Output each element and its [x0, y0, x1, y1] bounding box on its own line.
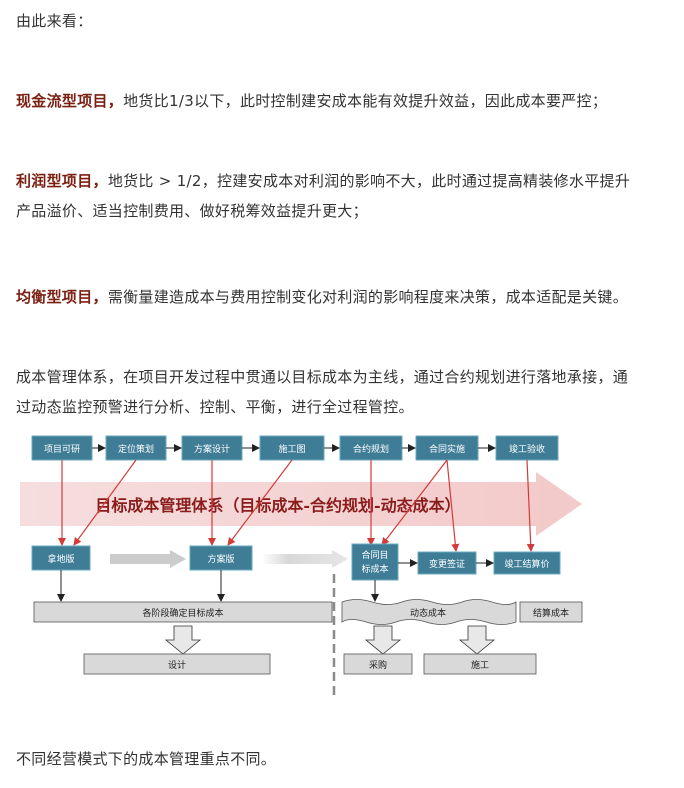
milestone-settlement-label: 竣工结算价: [504, 558, 549, 570]
cost-management-diagram: 项目可研 定位策划 方案设计 施工图 合约规划 合同实施 竣工验收 目标成本管理…: [20, 435, 583, 696]
balanced-title: 均衡型项目，: [16, 288, 108, 306]
milestone-settlement-box: [493, 551, 561, 575]
stage-label-2: 定位策划: [118, 443, 154, 455]
cashflow-paragraph: 现金流型项目，地货比1/3以下，此时控制建安成本能有效提升效益，因此成本要严控；: [16, 86, 676, 116]
milestone-scheme-label: 方案版: [207, 553, 234, 565]
balanced-paragraph: 均衡型项目，需衡量建造成本与费用控制变化对利润的影响程度来决策，成本适配是关键。: [16, 282, 676, 312]
milestone-contract-line2: 标成本: [361, 563, 388, 575]
system-paragraph: 成本管理体系，在项目开发过程中贯通以目标成本为主线，通过合约规划进行落地承接，通…: [16, 362, 676, 422]
target-cost-bar: [33, 601, 333, 623]
dynamic-cost-bar-label: 动态成本: [410, 607, 446, 619]
closing-text: 不同经营模式下的成本管理重点不同。: [16, 750, 277, 768]
lower-arrows: [57, 559, 494, 602]
design-box: [83, 653, 271, 675]
intro-text: 由此来看：: [16, 12, 93, 30]
design-label: 设计: [168, 659, 186, 671]
red-diagonal-arrows: [73, 459, 535, 552]
profit-text-line2: 产品溢价、适当控制费用、做好税筹效益提升更大；: [16, 202, 368, 220]
system-text-line2: 过动态监控预警进行分析、控制、平衡，进行全过程管控。: [16, 398, 414, 416]
milestone-land-box: [31, 545, 91, 571]
stage-box-1: [31, 435, 93, 461]
banner-title: 目标成本管理体系（目标成本-合约规划-动态成本）: [95, 496, 460, 515]
profit-text-line1: 地货比 > 1/2，控建安成本对利润的影响不大，此时通过提高精装修水平提升: [107, 172, 631, 190]
target-cost-bar-label: 各阶段确定目标成本: [142, 607, 223, 619]
milestone-contract-line1: 合同目: [361, 549, 388, 561]
construction-label: 施工: [471, 659, 489, 671]
system-text-line1: 成本管理体系，在项目开发过程中贯通以目标成本为主线，通过合约规划进行落地承接，通: [16, 368, 629, 386]
stage-label-1: 项目可研: [44, 444, 80, 455]
stage-label-7: 竣工验收: [509, 443, 545, 455]
stage-box-6: [415, 435, 479, 461]
dynamic-cost-bar: [341, 599, 517, 625]
profit-paragraph: 利润型项目，地货比 > 1/2，控建安成本对利润的影响不大，此时通过提高精装修水…: [16, 166, 676, 226]
block-down-arrows: [164, 625, 496, 655]
milestone-land-label: 拿地版: [47, 553, 74, 565]
final-cost-bar: [519, 601, 583, 623]
target-cost-banner-arrow: [20, 472, 582, 536]
red-down-arrows: [58, 460, 375, 546]
milestone-contract-box: [351, 543, 399, 581]
procurement-label: 采购: [369, 659, 387, 671]
profit-title: 利润型项目，: [16, 172, 108, 190]
procurement-box: [343, 653, 413, 675]
construction-box: [423, 653, 537, 675]
stage-box-3: [181, 435, 243, 461]
gray-strip-2: [262, 550, 348, 568]
stage-row: 项目可研 定位策划 方案设计 施工图 合约规划 合同实施 竣工验收: [31, 435, 559, 461]
cashflow-title: 现金流型项目，: [16, 92, 124, 110]
stage-label-3: 方案设计: [194, 443, 230, 455]
stage-label-4: 施工图: [278, 443, 305, 455]
milestone-change-label: 变更签证: [429, 558, 465, 570]
final-cost-bar-label: 结算成本: [533, 607, 569, 619]
balanced-text: 需衡量建造成本与费用控制变化对利润的影响程度来决策，成本适配是关键。: [107, 288, 629, 306]
cashflow-text: 地货比1/3以下，此时控制建安成本能有效提升效益，因此成本要严控；: [123, 92, 608, 110]
stage-label-6: 合同实施: [429, 443, 465, 455]
stage-label-5: 合约规划: [353, 443, 389, 455]
gray-strip-1: [110, 550, 186, 568]
stage-box-2: [105, 435, 167, 461]
